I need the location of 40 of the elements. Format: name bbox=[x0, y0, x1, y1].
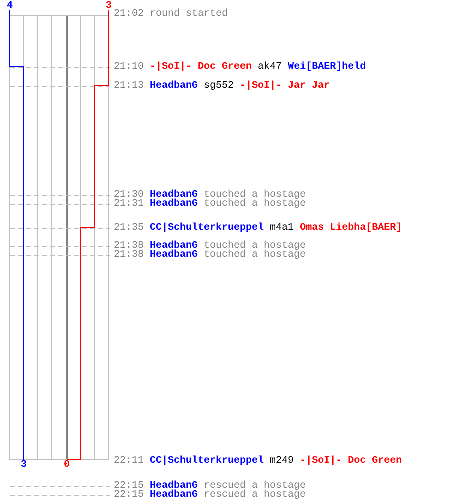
player-name: HeadbanG bbox=[150, 191, 198, 200]
timestamp: 21:31 bbox=[114, 200, 144, 209]
player-name: HeadbanG bbox=[150, 251, 198, 260]
event-text: touched a hostage bbox=[204, 200, 306, 209]
player-name: HeadbanG bbox=[150, 482, 198, 491]
event-text: rescued a hostage bbox=[204, 482, 306, 491]
event-text: rescued a hostage bbox=[204, 491, 306, 500]
timestamp: 22:15 bbox=[114, 482, 144, 491]
weapon-name: m249 bbox=[270, 457, 294, 466]
timestamp: 21:38 bbox=[114, 251, 144, 260]
timestamp: 21:10 bbox=[114, 63, 144, 72]
player-name: CC|Schulterkrueppel bbox=[150, 457, 264, 466]
score-number: 3 bbox=[106, 2, 112, 11]
player-name: -|SoI|- Jar Jar bbox=[240, 82, 330, 91]
player-name: CC|Schulterkrueppel bbox=[150, 224, 264, 233]
event-text: round started bbox=[150, 10, 228, 19]
score-number: 0 bbox=[64, 461, 70, 470]
weapon-name: m4a1 bbox=[270, 224, 294, 233]
timestamp: 21:35 bbox=[114, 224, 144, 233]
player-name: Omas Liebha[BAER] bbox=[300, 224, 402, 233]
player-name: HeadbanG bbox=[150, 200, 198, 209]
timestamp: 21:13 bbox=[114, 82, 144, 91]
timestamp: 22:11 bbox=[114, 457, 144, 466]
timestamp: 22:15 bbox=[114, 491, 144, 500]
score-number: 4 bbox=[7, 2, 13, 11]
weapon-name: sg552 bbox=[204, 82, 234, 91]
player-name: Wei[BAER]held bbox=[288, 63, 366, 72]
event-text: touched a hostage bbox=[204, 251, 306, 260]
timestamp: 21:38 bbox=[114, 242, 144, 251]
score-number: 3 bbox=[21, 461, 27, 470]
player-name: -|SoI|- Doc Green bbox=[300, 457, 402, 466]
player-name: HeadbanG bbox=[150, 82, 198, 91]
timestamp: 21:02 bbox=[114, 10, 144, 19]
player-name: HeadbanG bbox=[150, 242, 198, 251]
player-name: HeadbanG bbox=[150, 491, 198, 500]
player-name: -|SoI|- Doc Green bbox=[150, 63, 252, 72]
timestamp: 21:30 bbox=[114, 191, 144, 200]
weapon-name: ak47 bbox=[258, 63, 282, 72]
event-text: touched a hostage bbox=[204, 191, 306, 200]
event-text: touched a hostage bbox=[204, 242, 306, 251]
